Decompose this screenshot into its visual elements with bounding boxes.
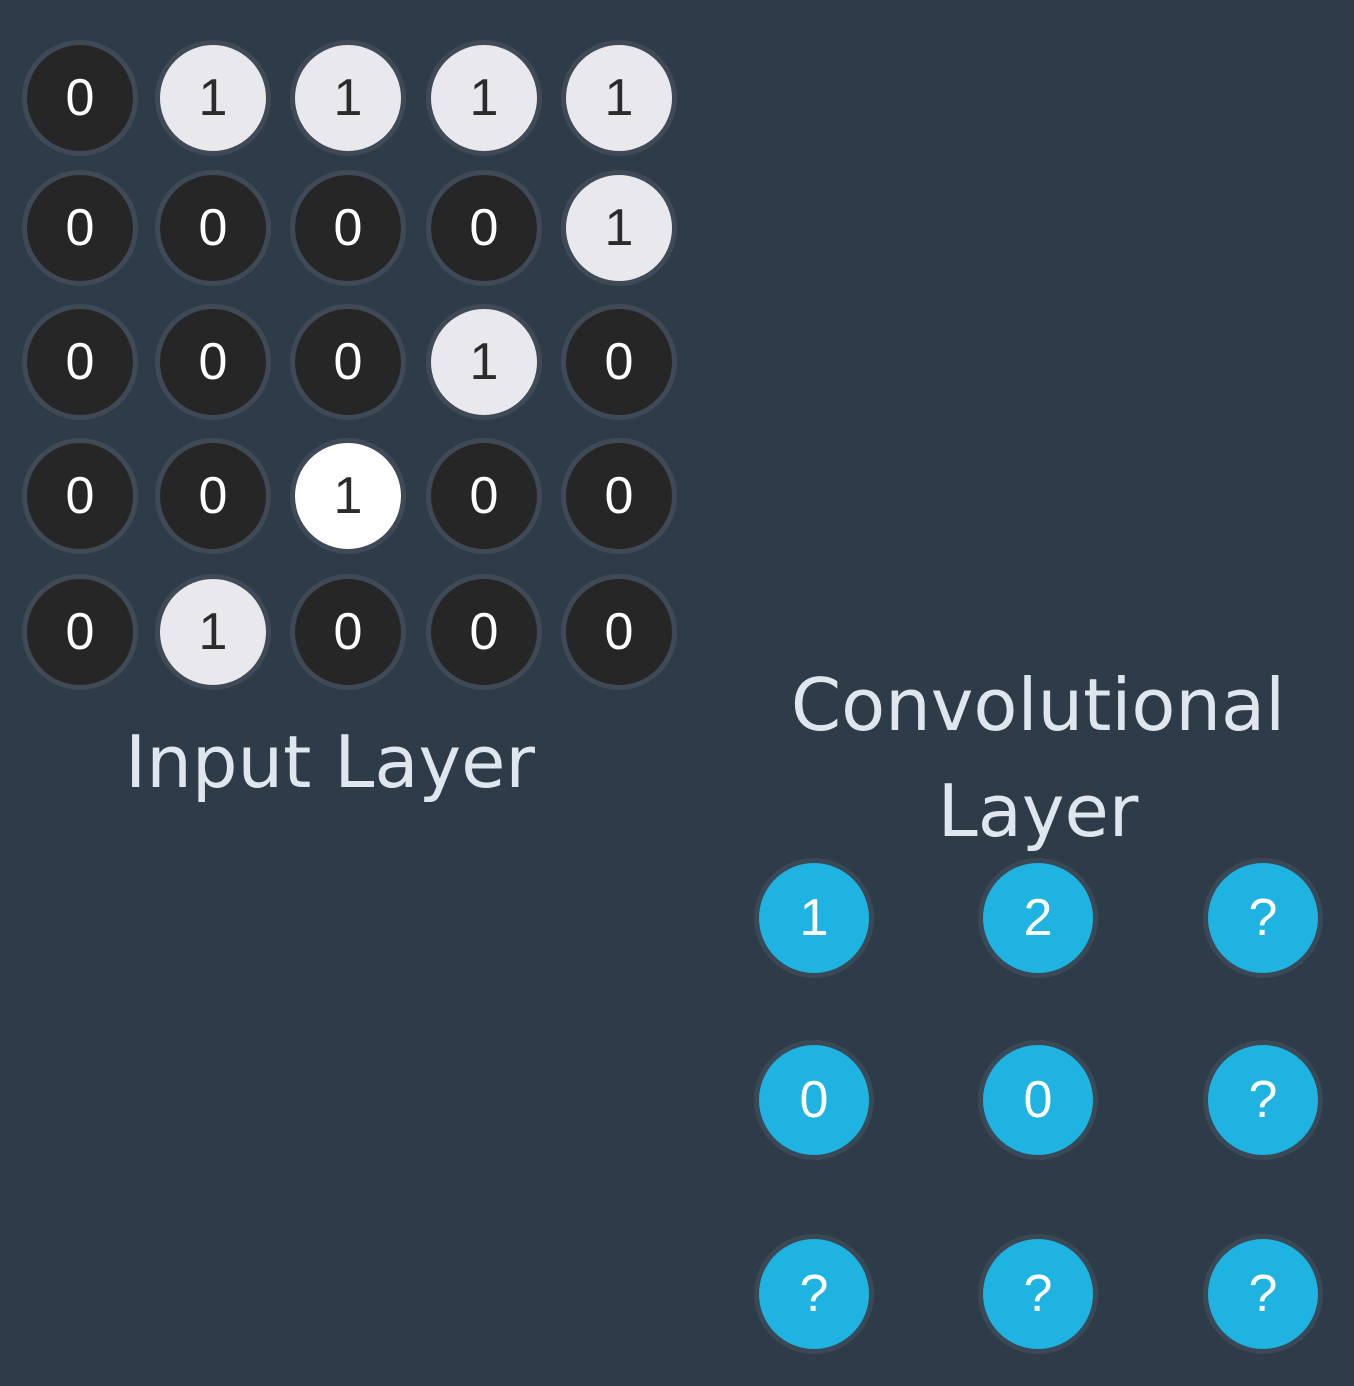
conv-node-r1-c2: ? (1203, 1040, 1323, 1160)
convolutional-layer-label-line1: Convolutional (790, 663, 1286, 747)
convolutional-layer-label: Convolutional Layer (758, 652, 1318, 864)
input-node-r4-c2: 0 (290, 574, 406, 690)
input-node-r1-c4: 1 (561, 170, 677, 286)
input-layer-label: Input Layer (124, 720, 536, 804)
input-node-r3-c0: 0 (22, 438, 138, 554)
input-node-r3-c1: 0 (155, 438, 271, 554)
conv-node-r2-c2: ? (1203, 1234, 1323, 1354)
input-node-r0-c2: 1 (290, 40, 406, 156)
input-node-r2-c3: 1 (426, 304, 542, 420)
input-node-r2-c2: 0 (290, 304, 406, 420)
input-node-r2-c0: 0 (22, 304, 138, 420)
input-node-r0-c1: 1 (155, 40, 271, 156)
input-node-r1-c1: 0 (155, 170, 271, 286)
input-node-r4-c4: 0 (561, 574, 677, 690)
input-node-r0-c3: 1 (426, 40, 542, 156)
conv-node-r0-c2: ? (1203, 858, 1323, 978)
input-node-r1-c3: 0 (426, 170, 542, 286)
input-node-r2-c4: 0 (561, 304, 677, 420)
conv-node-r0-c0: 1 (754, 858, 874, 978)
conv-node-r2-c0: ? (754, 1234, 874, 1354)
conv-node-r1-c0: 0 (754, 1040, 874, 1160)
input-node-r3-c3: 0 (426, 438, 542, 554)
input-node-r0-c4: 1 (561, 40, 677, 156)
input-node-r4-c1: 1 (155, 574, 271, 690)
input-node-r1-c0: 0 (22, 170, 138, 286)
input-node-r3-c4: 0 (561, 438, 677, 554)
conv-node-r2-c1: ? (978, 1234, 1098, 1354)
input-node-r4-c3: 0 (426, 574, 542, 690)
input-node-r0-c0: 0 (22, 40, 138, 156)
input-node-r1-c2: 0 (290, 170, 406, 286)
input-node-r2-c1: 0 (155, 304, 271, 420)
convolutional-layer-label-line2: Layer (937, 769, 1139, 853)
input-node-r4-c0: 0 (22, 574, 138, 690)
input-node-r3-c2: 1 (290, 438, 406, 554)
conv-node-r0-c1: 2 (978, 858, 1098, 978)
conv-node-r1-c1: 0 (978, 1040, 1098, 1160)
